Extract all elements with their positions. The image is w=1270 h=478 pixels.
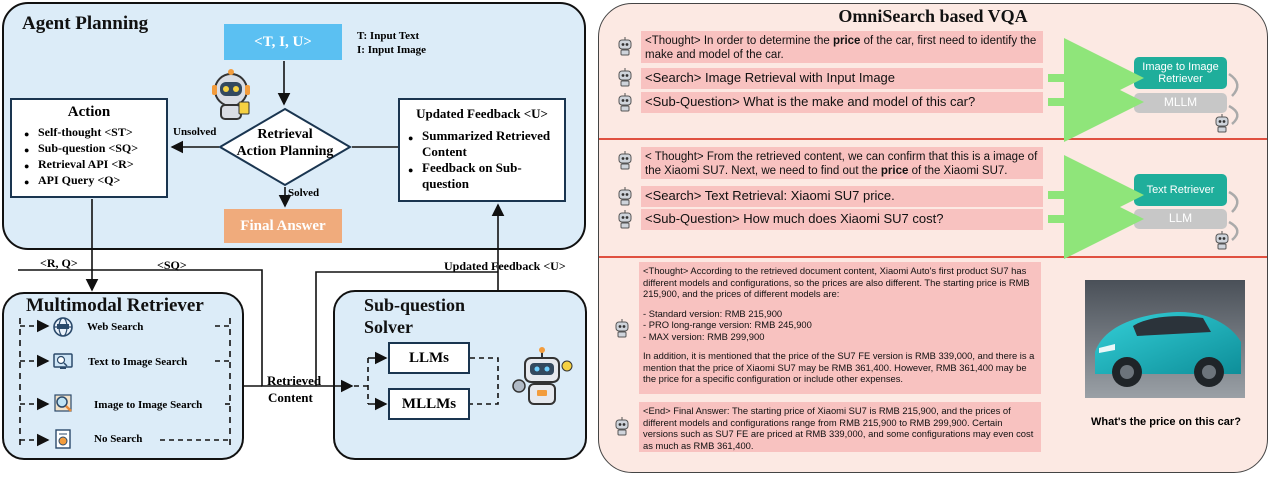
mllms-label: MLLMs — [401, 395, 457, 412]
action-item: API Query <Q> — [24, 172, 166, 190]
retriever-item-image-to-image: Image to Image Search — [94, 399, 203, 411]
retriever-title: Multimodal Retriever — [26, 295, 204, 316]
s3-thought-bubble: <Thought> According to the retrieved doc… — [639, 262, 1041, 394]
unsolved-label: Unsolved — [173, 126, 217, 138]
llms-label: LLMs — [408, 349, 449, 366]
legend-t: T: Input Text — [357, 30, 420, 42]
mllm-pill: MLLM — [1134, 93, 1227, 113]
s1-subquestion-bubble: <Sub-Question> What is the make and mode… — [641, 92, 1043, 113]
retrieved-label-line1: Retrieved — [267, 373, 322, 388]
car-image — [1085, 280, 1245, 398]
llms-box: LLMs — [388, 342, 470, 374]
robot-icon — [1215, 114, 1229, 133]
robot-icon — [618, 37, 632, 56]
retriever-item-text-to-image: Text to Image Search — [88, 356, 188, 368]
s2-thought-bubble: < Thought> From the retrieved content, w… — [641, 147, 1043, 179]
rq-label: <R, Q> — [40, 256, 78, 270]
robot-icon — [618, 210, 632, 229]
updated-feedback-label: Updated Feedback <U> — [444, 259, 566, 273]
retrieved-label-line2: Content — [268, 390, 313, 405]
user-question: What's the price on this car? — [1091, 416, 1241, 428]
robot-icon — [618, 151, 632, 170]
llm-pill: LLM — [1134, 209, 1227, 229]
solver-title-line2: Solver — [364, 317, 413, 337]
solver-title-line1: Sub-question — [364, 295, 466, 315]
feedback-list: Summarized Retrieved Content Feedback on… — [408, 128, 564, 192]
action-item: Sub-question <SQ> — [24, 140, 166, 158]
diamond-label-line2: Action Planning — [236, 144, 334, 159]
feedback-title: Updated Feedback <U> — [416, 106, 548, 121]
sq-label: <SQ> — [157, 258, 187, 272]
solved-label: Solved — [288, 187, 320, 199]
retrieval-action-planning-diamond — [218, 107, 352, 187]
retriever-item-web: Web Search — [87, 321, 144, 333]
section-divider — [599, 256, 1267, 258]
final-answer-label: Final Answer — [240, 217, 326, 234]
no-search-icon — [55, 429, 71, 449]
globe-icon — [53, 317, 73, 337]
image-to-image-retriever-pill: Image to Image Retriever — [1134, 57, 1227, 89]
input-box: <T, I, U> — [224, 24, 342, 60]
image-to-image-icon — [54, 394, 72, 412]
s2-search-bubble: <Search> Text Retrieval: Xiaomi SU7 pric… — [641, 186, 1043, 207]
updated-feedback-box: Updated Feedback <U> Summarized Retrieve… — [398, 98, 566, 202]
robot-icon — [618, 68, 632, 87]
final-answer-box: Final Answer — [224, 209, 342, 243]
diamond-label-line1: Retrieval — [257, 127, 313, 142]
robot-icon — [618, 93, 632, 112]
section-divider — [599, 138, 1267, 140]
action-title: Action — [67, 104, 111, 120]
robot-icon — [615, 417, 629, 436]
robot-icon — [615, 319, 629, 338]
input-label: <T, I, U> — [254, 33, 312, 50]
robot-icon — [1215, 231, 1229, 250]
feedback-item: Feedback on Sub-question — [408, 160, 564, 192]
solver-robot-icon — [512, 347, 573, 405]
robot-icon — [618, 187, 632, 206]
s1-search-bubble: <Search> Image Retrieval with Input Imag… — [641, 68, 1043, 89]
text-to-image-icon — [53, 353, 73, 369]
text-retriever-pill: Text Retriever — [1134, 174, 1227, 206]
s1-thought-bubble: <Thought> In order to determine the pric… — [641, 31, 1043, 63]
agent-planning-title: Agent Planning — [22, 13, 149, 34]
action-list: Self-thought <ST> Sub-question <SQ> Retr… — [24, 124, 166, 190]
s2-subquestion-bubble: <Sub-Question> How much does Xiaomi SU7 … — [641, 209, 1043, 230]
mllms-box: MLLMs — [388, 388, 470, 420]
legend-i: I: Input Image — [357, 44, 427, 56]
action-box: Action Self-thought <ST> Sub-question <S… — [10, 98, 168, 198]
action-item: Self-thought <ST> — [24, 124, 166, 142]
retriever-item-no-search: No Search — [94, 433, 143, 445]
action-item: Retrieval API <R> — [24, 156, 166, 174]
omnisearch-title: OmniSearch based VQA — [838, 6, 1028, 26]
feedback-item: Summarized Retrieved Content — [408, 128, 564, 160]
s3-final-answer-bubble: <End> Final Answer: The starting price o… — [639, 402, 1041, 452]
planner-robot-icon — [212, 69, 250, 120]
left-connectors — [18, 61, 505, 450]
